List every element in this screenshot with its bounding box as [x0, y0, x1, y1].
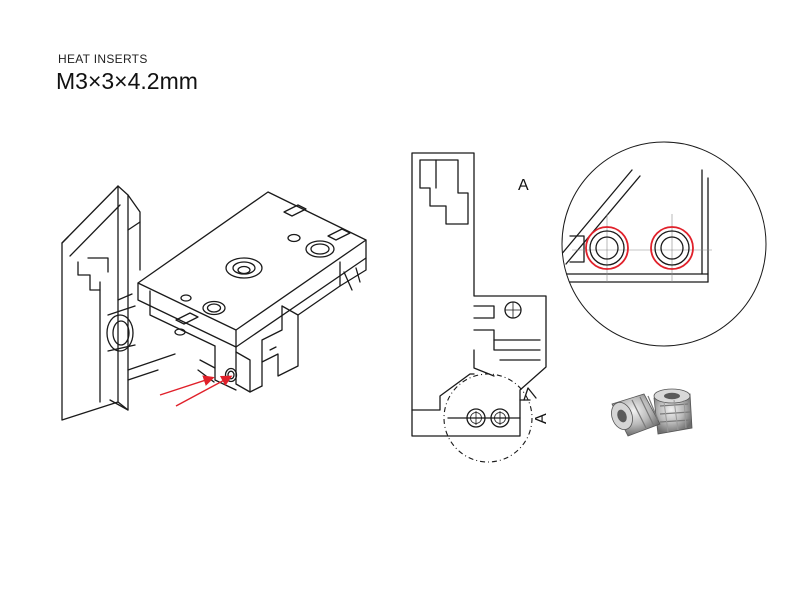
lower-clamp: [197, 257, 367, 393]
heat-insert-illustration: [611, 388, 693, 437]
insert-hole-iso: [224, 367, 238, 383]
insert-back: [653, 388, 693, 435]
highlight-ring-left: [585, 226, 629, 270]
diagram-title: M3×3×4.2mm: [56, 68, 198, 94]
highlight-ring-right: [650, 226, 694, 270]
vertical-plate: [61, 185, 176, 421]
diagram-subtitle: HEAT INSERTS: [58, 52, 148, 66]
detail-callout-circle: [443, 373, 533, 463]
isometric-part-view: [61, 185, 367, 421]
main-block: [137, 191, 367, 348]
insert-front: [611, 393, 661, 437]
side-view: A: [411, 152, 550, 463]
detail-view: [561, 141, 767, 347]
insertion-arrows: [159, 375, 233, 407]
callout-label: A: [533, 413, 550, 424]
view-label: A: [518, 177, 529, 194]
